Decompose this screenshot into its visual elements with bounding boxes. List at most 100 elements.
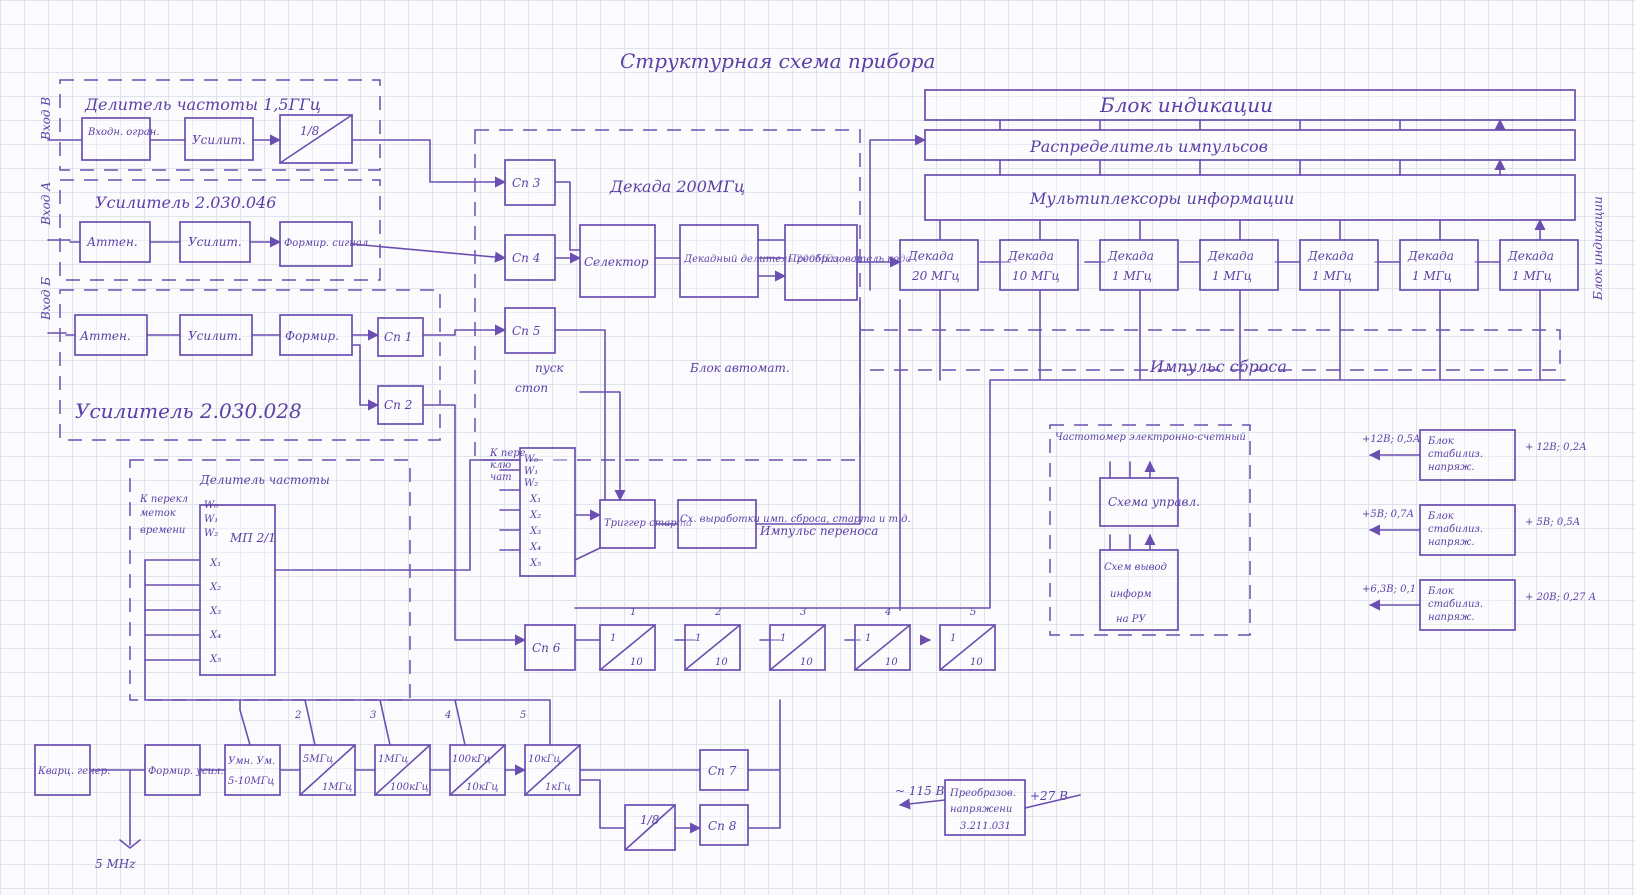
block-formir-usil-label: Формир. усил. xyxy=(148,766,224,777)
sw-input-x1: X₁ xyxy=(529,494,541,505)
block-skh-vyvod-label-2: информ xyxy=(1110,589,1152,600)
label-blok-indikacii-side: Блок индикации xyxy=(1591,196,1605,301)
block-kvarts-gen xyxy=(34,744,91,796)
block-usilit-3-label: Усилит. xyxy=(188,329,242,343)
block-formir-2-label: Формир. xyxy=(285,329,339,343)
div10-tap-2: 2 xyxy=(714,607,721,618)
decade-block-5-name: Декада xyxy=(1307,249,1354,263)
div10-block-2-den: 10 xyxy=(715,657,728,668)
block-sp7-label: Сп 7 xyxy=(708,764,737,778)
freq-tap-4: 4 xyxy=(444,710,451,721)
block-div-5m-label-b: 1МГц xyxy=(322,782,352,793)
decade-block-4-freq: 1 МГц xyxy=(1212,269,1252,283)
block-skh-vyvod xyxy=(1099,549,1179,631)
label-impuls-sbrosa: Импульс сброса xyxy=(1149,357,1287,376)
div10-block-5-den: 10 xyxy=(970,657,983,668)
label-pusk: пуск xyxy=(535,361,564,375)
block-preobr-napr-label-3: 3.211.031 xyxy=(960,821,1011,832)
input-label-v: Вход В xyxy=(39,97,53,141)
decade-block-7-freq: 1 МГц xyxy=(1512,269,1552,283)
decade-block-4 xyxy=(1199,239,1279,291)
group-label-dekada-200: Декада 200МГц xyxy=(609,177,745,196)
decade-block-1 xyxy=(899,239,979,291)
stabilizer-block-3 xyxy=(1419,579,1516,631)
decade-block-2 xyxy=(999,239,1079,291)
block-div-100k-label-b: 10кГц xyxy=(466,782,498,793)
stabilizer-in-3: + 20В; 0,27 А xyxy=(1525,592,1596,603)
stabilizer-block-2-line-3: напряж. xyxy=(1428,537,1475,548)
decade-block-4-name: Декада xyxy=(1207,249,1254,263)
decade-block-3 xyxy=(1099,239,1179,291)
time-inputs-label-2: меток xyxy=(140,508,176,519)
stabilizer-block-1-line-3: напряж. xyxy=(1428,462,1475,473)
label-in-volt: +27 В xyxy=(1030,789,1068,803)
block-skh-vyvod-label-1: Схем вывод xyxy=(1104,562,1167,573)
block-preobr-napr-label-2: напряжени xyxy=(950,804,1012,815)
div10-block-4-den: 10 xyxy=(885,657,898,668)
label-osc-freq: 5 MHz xyxy=(95,857,136,871)
div10-tap-5: 5 xyxy=(970,607,976,618)
decade-block-2-name: Декада xyxy=(1007,249,1054,263)
block-umnozh xyxy=(224,744,281,796)
block-formir-1-label: Формир. сигнал xyxy=(284,238,368,249)
block-skh-vyvod-label-3: на РУ xyxy=(1116,614,1146,625)
div10-block-3-num: 1 xyxy=(780,633,786,644)
diagram-title: Структурная схема прибора xyxy=(620,49,935,73)
decade-block-2-freq: 10 МГц xyxy=(1012,269,1060,283)
sw-input-x3: X₃ xyxy=(529,526,541,537)
block-atten-1-label: Аттен. xyxy=(86,235,138,249)
block-dekadnyi-delitel xyxy=(679,224,759,298)
block-skh-vyrab-label: Сх. выработки имп. сброса, старта и т.д. xyxy=(680,514,911,525)
block-sw-inputs xyxy=(519,447,576,577)
block-selektor-label: Селектор xyxy=(584,255,649,269)
div10-block-3-den: 10 xyxy=(800,657,813,668)
block-div-10k-label-b: 1кГц xyxy=(545,782,571,793)
stabilizer-block-1 xyxy=(1419,429,1516,481)
stabilizer-block-1-line-1: Блок xyxy=(1427,436,1454,447)
group-decade200-outline xyxy=(474,129,861,461)
sw-inputs-label-2: клю xyxy=(490,460,511,471)
group-label-delitel-15: Делитель частоты 1,5ГГц xyxy=(84,95,321,114)
block-sp3-label: Сп 3 xyxy=(512,176,541,190)
stabilizer-block-3-line-1: Блок xyxy=(1427,586,1454,597)
block-sp4 xyxy=(504,234,556,281)
stabilizer-out-2: +5В; 0,7А xyxy=(1362,509,1414,520)
stabilizer-block-3-line-2: стабилиз. xyxy=(1428,599,1483,610)
time-input-x4: X₄ xyxy=(209,630,221,641)
sw-inputs-label-3: чат xyxy=(490,472,512,483)
time-input-w1: W₁ xyxy=(204,514,218,525)
block-sp2-label: Сп 2 xyxy=(384,398,412,412)
div10-block-5-diagonal xyxy=(939,624,996,671)
block-skhema-upravl-label: Схема управл. xyxy=(1108,495,1200,509)
freq-tap-3: 3 xyxy=(370,710,376,721)
block-umnozh-label-2: 5-10МГц xyxy=(228,776,274,787)
block-div-100k-diagonal xyxy=(449,744,506,796)
block-mux-mp-label: МП 2/1 xyxy=(229,531,276,545)
freq-tap-2: 2 xyxy=(294,710,301,721)
time-input-w0: W₀ xyxy=(204,500,218,511)
stabilizer-block-1-line-2: стабилиз. xyxy=(1428,449,1483,460)
block-multipleksory-label: Мультиплексоры информации xyxy=(1029,189,1294,208)
decade-block-3-freq: 1 МГц xyxy=(1112,269,1152,283)
input-label-b: Вход Б xyxy=(39,277,53,321)
div10-block-4-num: 1 xyxy=(865,633,871,644)
block-preobr-napr-label-1: Преобразов. xyxy=(949,788,1016,799)
block-div-10k-diagonal xyxy=(524,744,581,796)
group-label-delitel-chastoty: Делитель частоты xyxy=(199,473,330,487)
div10-tap-4: 4 xyxy=(884,607,891,618)
block-sp4-label: Сп 4 xyxy=(512,251,540,265)
block-formir-1 xyxy=(279,221,353,267)
block-umnozh-label-1: Умн. Ум. xyxy=(228,756,275,767)
block-preobr-napr xyxy=(944,779,1026,836)
decade-block-1-name: Декада xyxy=(907,249,954,263)
block-div8-1-label: 1/8 xyxy=(300,124,320,138)
block-div-100k-label-a: 100кГц xyxy=(452,754,491,765)
block-kvarts-gen-label: Кварц. генер. xyxy=(37,766,110,777)
div10-tap-1: 1 xyxy=(630,607,636,618)
block-trigger-starta-label: Триггер старта xyxy=(604,518,692,529)
block-sp8-label: Сп 8 xyxy=(708,819,737,833)
group-label-usilitel-046: Усилитель 2.030.046 xyxy=(95,193,276,212)
group-counter-outline xyxy=(1049,424,1251,636)
block-sp6 xyxy=(524,624,576,671)
